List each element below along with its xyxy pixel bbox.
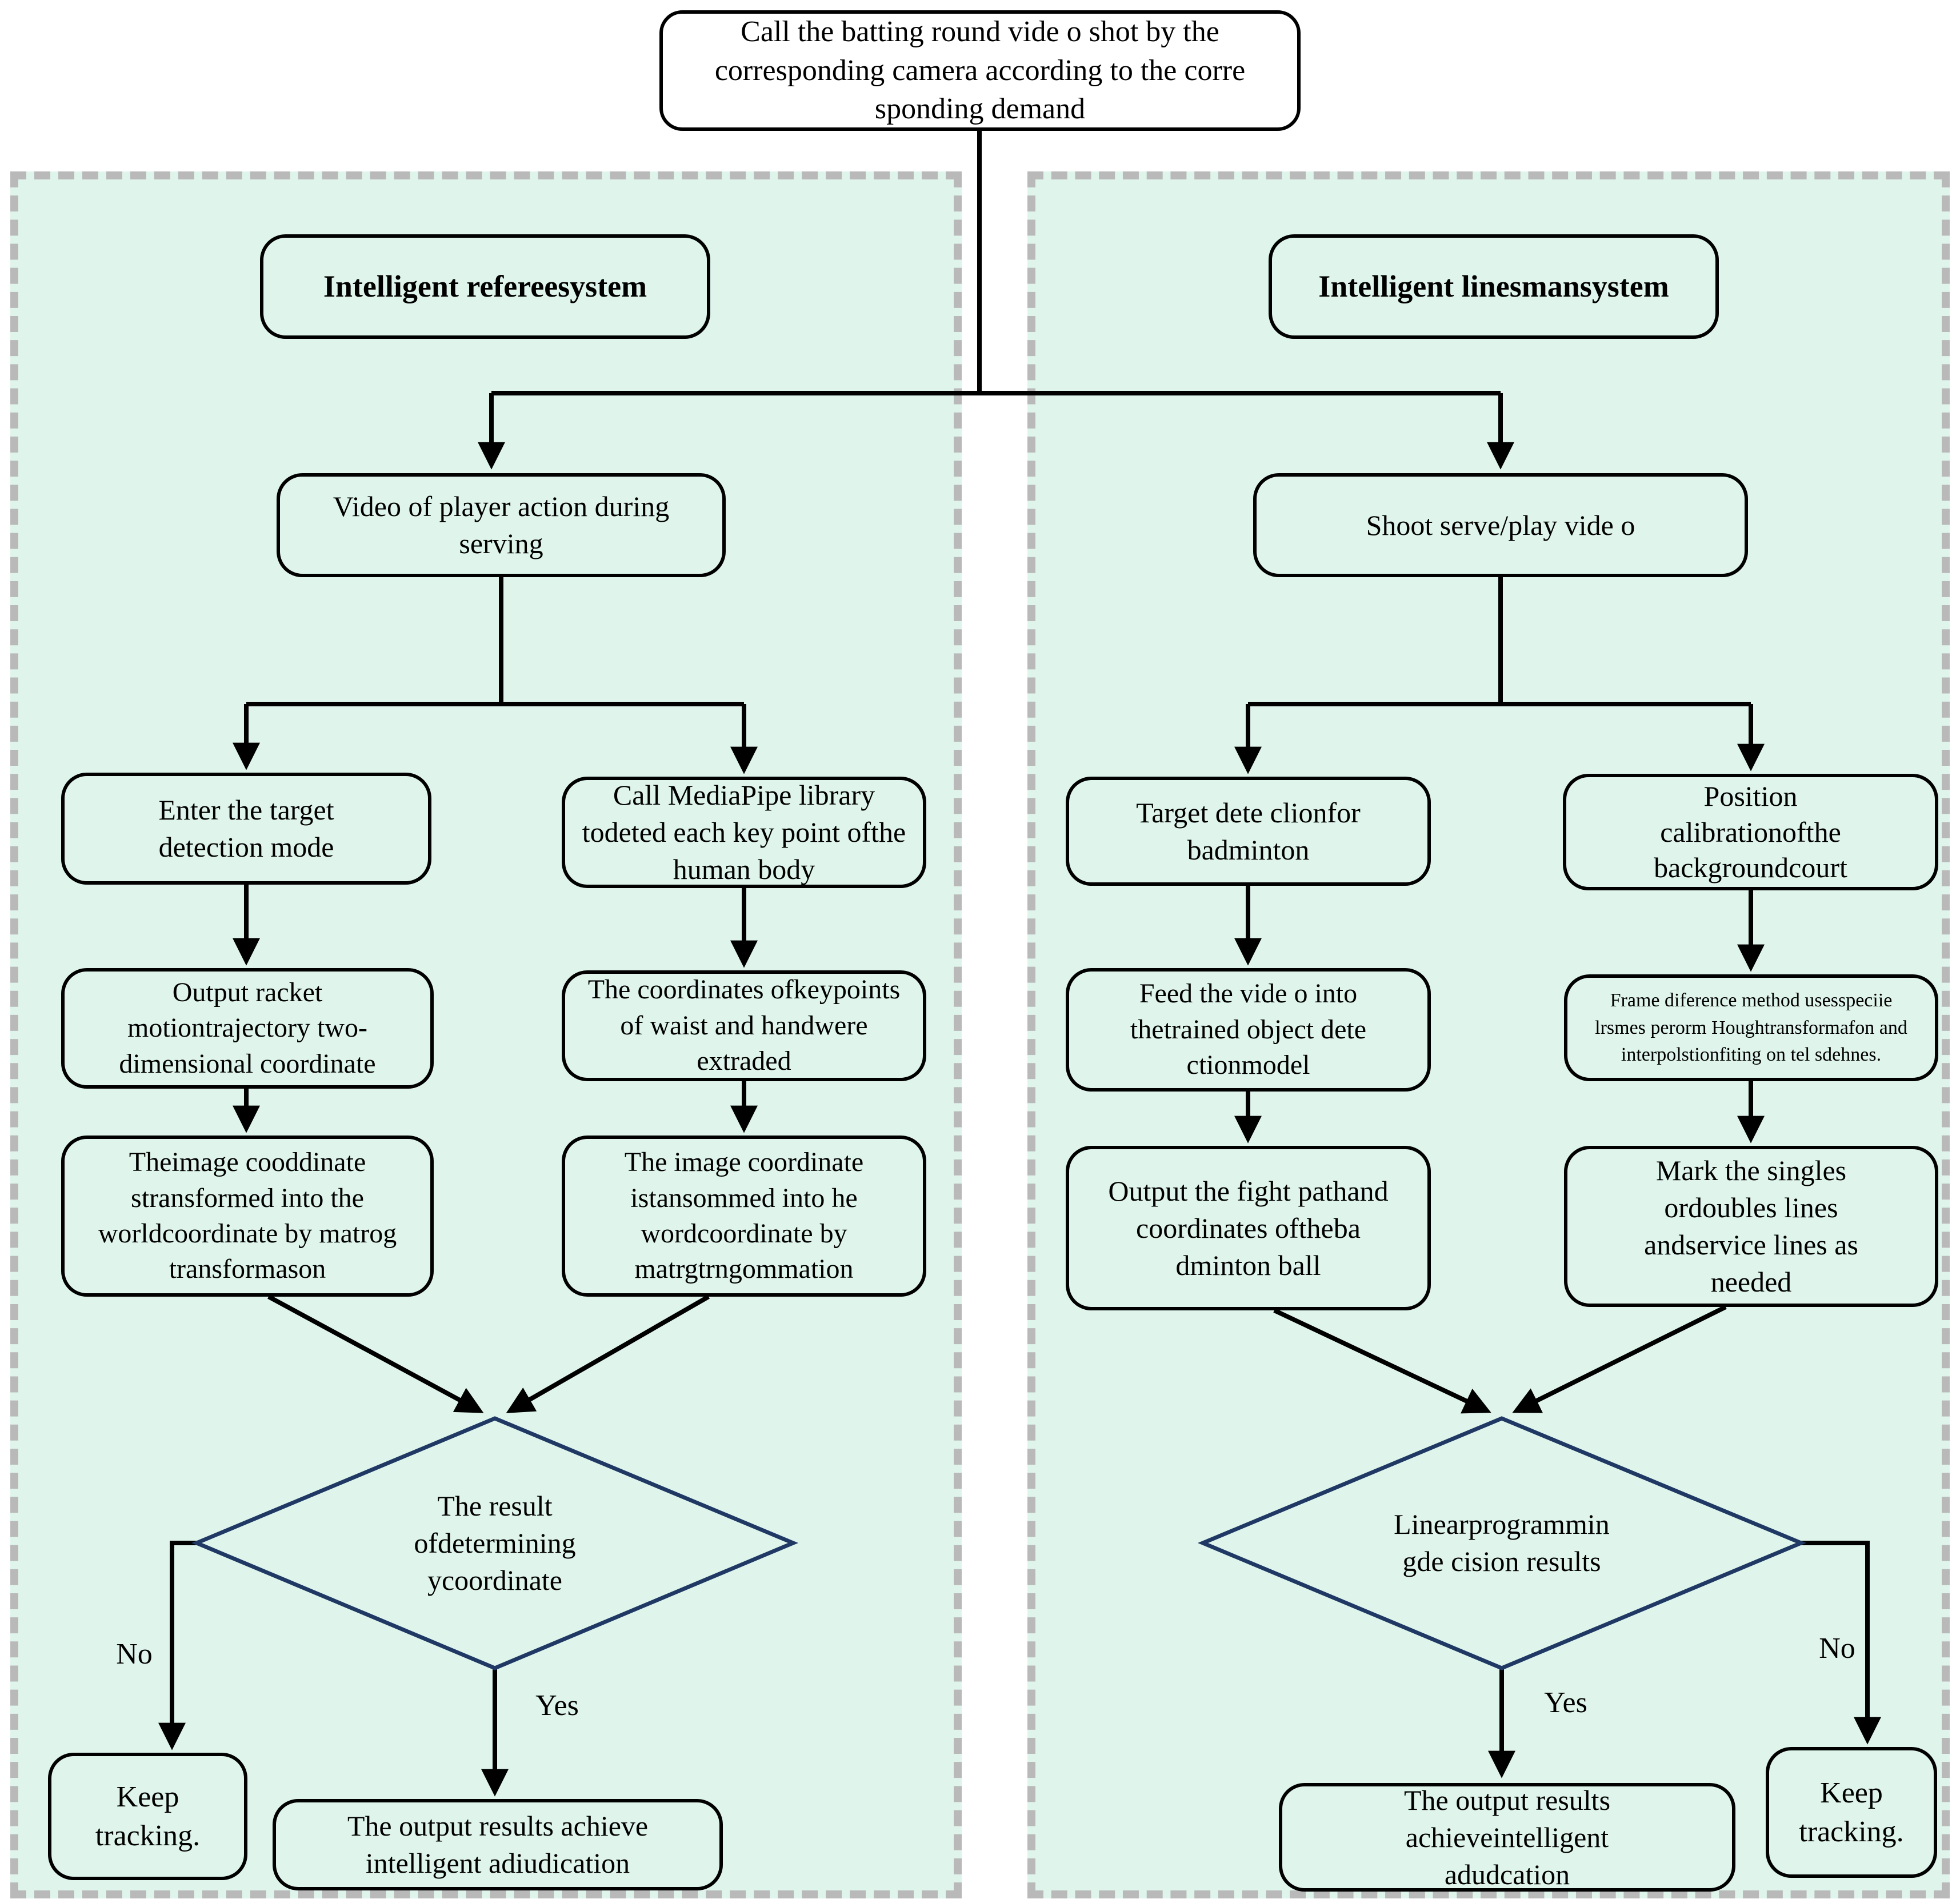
node-waist-hand-keypoints: The coordinates ofkeypoints of waist and… [562,970,926,1081]
decision-text-referee: The result ofdetermining ycoordinate [414,1489,576,1596]
node-position-calibration-court: Position calibrationofthe backgroundcour… [1563,774,1938,890]
decision-text-linesman: Linearprogrammin gde cision results [1394,1508,1610,1577]
node-mark-singles-doubles-lines: Mark the singles ordoubles lines andserv… [1564,1146,1938,1307]
node-image-to-world-matrix-right: The image coordinate istansommed into he… [562,1136,926,1297]
node-call-batting-round-video: Call the batting round vide o shot by th… [659,10,1301,131]
decision-diamond-linesman [1197,1416,1807,1670]
node-image-to-world-matrix-left: Theimage cooddinate stransformed into th… [61,1136,434,1297]
node-linesman-system-title: Intelligent linesmansystem [1269,234,1719,339]
node-video-player-action: Video of player action during serving [277,473,726,577]
label-referee-no: No [116,1638,153,1670]
label-referee-yes: Yes [535,1689,579,1722]
node-shoot-serve-play-video: Shoot serve/play vide o [1253,473,1748,577]
node-enter-target-detection: Enter the target detection mode [61,773,431,885]
node-feed-video-detection-model: Feed the vide o into thetrained object d… [1066,968,1431,1092]
node-output-flight-path: Output the fight pathand coordinates oft… [1066,1146,1431,1310]
node-frame-difference-method: Frame diference method usesspeciie lrsme… [1564,974,1938,1081]
node-call-mediapipe: Call MediaPipe library todeted each key … [562,777,926,888]
label-linesman-no: No [1819,1632,1855,1665]
node-target-detection-badminton: Target dete clionfor badminton [1066,777,1431,886]
node-output-racket-trajectory: Output racket motiontrajectory two-dimen… [61,968,434,1089]
decision-diamond-referee [191,1416,799,1670]
node-linesman-output-results: The output results achieveintelligent ad… [1279,1783,1735,1892]
label-linesman-yes: Yes [1544,1686,1587,1719]
node-referee-output-results: The output results achieve intelligent a… [273,1799,723,1890]
node-linesman-keep-tracking: Keep tracking. [1766,1747,1937,1878]
node-referee-keep-tracking: Keep tracking. [48,1753,247,1880]
node-referee-system-title: Intelligent refereesystem [260,234,710,339]
